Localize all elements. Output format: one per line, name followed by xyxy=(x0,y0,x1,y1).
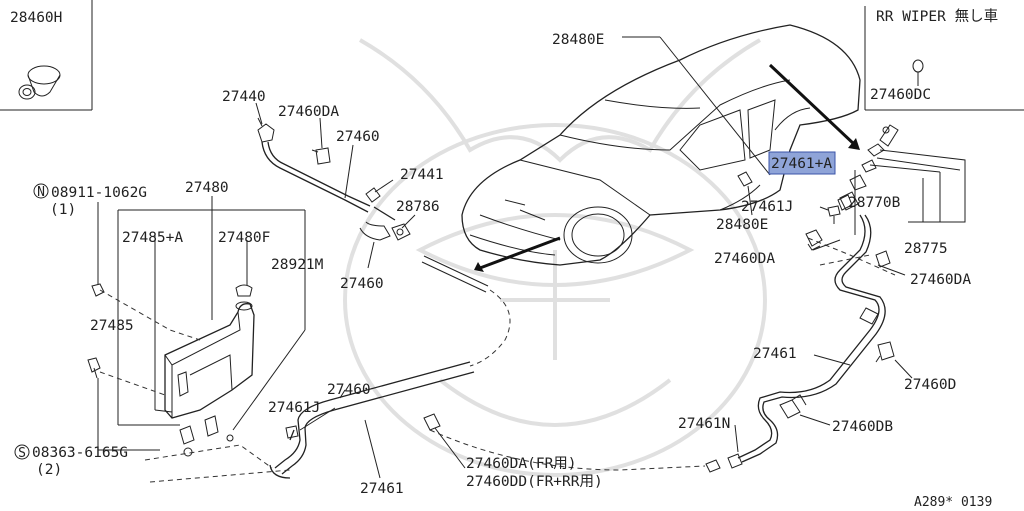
rear-nozzle-assembly xyxy=(807,124,966,276)
clip-27460DB xyxy=(779,394,807,419)
label-27460DA-b: 27460DA xyxy=(714,251,775,267)
car-body-outline xyxy=(461,24,861,266)
connector-28480E xyxy=(737,171,753,187)
label-28786: 28786 xyxy=(396,199,440,215)
clip-27460DA-left xyxy=(311,147,331,165)
label-27485A: 27485+A xyxy=(122,230,183,246)
label-28480E-top: 28480E xyxy=(552,32,604,48)
label-27460DC: 27460DC xyxy=(870,87,931,103)
leader-lines xyxy=(255,36,913,479)
circle-s-icon: S xyxy=(14,444,30,461)
label-27461N: 27461N xyxy=(678,416,730,432)
label-27461J-a: 27461J xyxy=(741,199,793,215)
connector-28770B xyxy=(839,191,859,211)
label-27460-b: 27460 xyxy=(340,276,384,292)
label-08363: 08363-6165G xyxy=(32,445,128,461)
label-rr-wiper: RR WIPER 無し車 xyxy=(876,8,998,25)
front-nozzle-hose xyxy=(257,117,511,367)
label-27461A: 27461+A xyxy=(771,156,832,172)
clip-27460DA-right-2 xyxy=(875,250,891,268)
label-28775: 28775 xyxy=(904,241,948,257)
label-08911-qty: (1) xyxy=(50,202,76,218)
highlight-27461A xyxy=(768,151,836,175)
connector-27461J-right xyxy=(827,205,841,224)
circle-n-icon: N xyxy=(33,183,49,200)
label-27480F: 27480F xyxy=(218,230,270,246)
bolt-08911 xyxy=(91,283,105,297)
clip-27460D xyxy=(875,341,895,363)
label-28921M: 28921M xyxy=(271,257,324,273)
grommet-icon xyxy=(18,65,61,100)
inset-28460H xyxy=(0,0,93,111)
label-27460DA-fr: 27460DA(FR用) xyxy=(466,456,577,472)
lower-hoses xyxy=(269,361,706,479)
label-27460-a: 27460 xyxy=(336,129,380,145)
label-27440: 27440 xyxy=(222,89,266,105)
label-27460DA-c: 27460DA xyxy=(910,272,971,288)
label-28460H: 28460H xyxy=(10,10,62,26)
label-08911: 08911-1062G xyxy=(51,185,147,201)
label-28480E-b: 28480E xyxy=(716,217,768,233)
label-27461J-b: 27461J xyxy=(268,400,320,416)
hose-27461 xyxy=(705,214,886,473)
bolt-08363 xyxy=(87,357,101,379)
label-27460DA-a: 27460DA xyxy=(278,104,339,120)
label-27460DB: 27460DB xyxy=(832,419,893,435)
label-27460D: 27460D xyxy=(904,377,956,393)
label-28770B: 28770B xyxy=(848,195,901,211)
label-27441: 27441 xyxy=(400,167,444,183)
inset-rr-wiper xyxy=(864,6,1024,111)
nozzle-plug-icon xyxy=(912,59,924,86)
clip-27460DA-right-1 xyxy=(805,229,823,251)
washer-tank xyxy=(164,284,255,457)
label-27461-a: 27461 xyxy=(753,346,797,362)
label-08363-qty: (2) xyxy=(36,462,62,478)
leader-27480 xyxy=(97,196,306,483)
watermark-emblem xyxy=(343,38,767,477)
label-27461-b: 27461 xyxy=(360,481,404,497)
clip-27460DA-fr xyxy=(423,413,466,469)
svg-text:S: S xyxy=(18,446,26,461)
label-27485: 27485 xyxy=(90,318,134,334)
label-27460DD-frrr: 27460DD(FR+RR用) xyxy=(466,474,603,490)
svg-text:N: N xyxy=(37,185,45,200)
diagram-code: A289* 0139 xyxy=(914,495,992,510)
direction-arrows xyxy=(474,63,860,272)
label-27480: 27480 xyxy=(185,180,229,196)
label-27460-c: 27460 xyxy=(327,382,371,398)
